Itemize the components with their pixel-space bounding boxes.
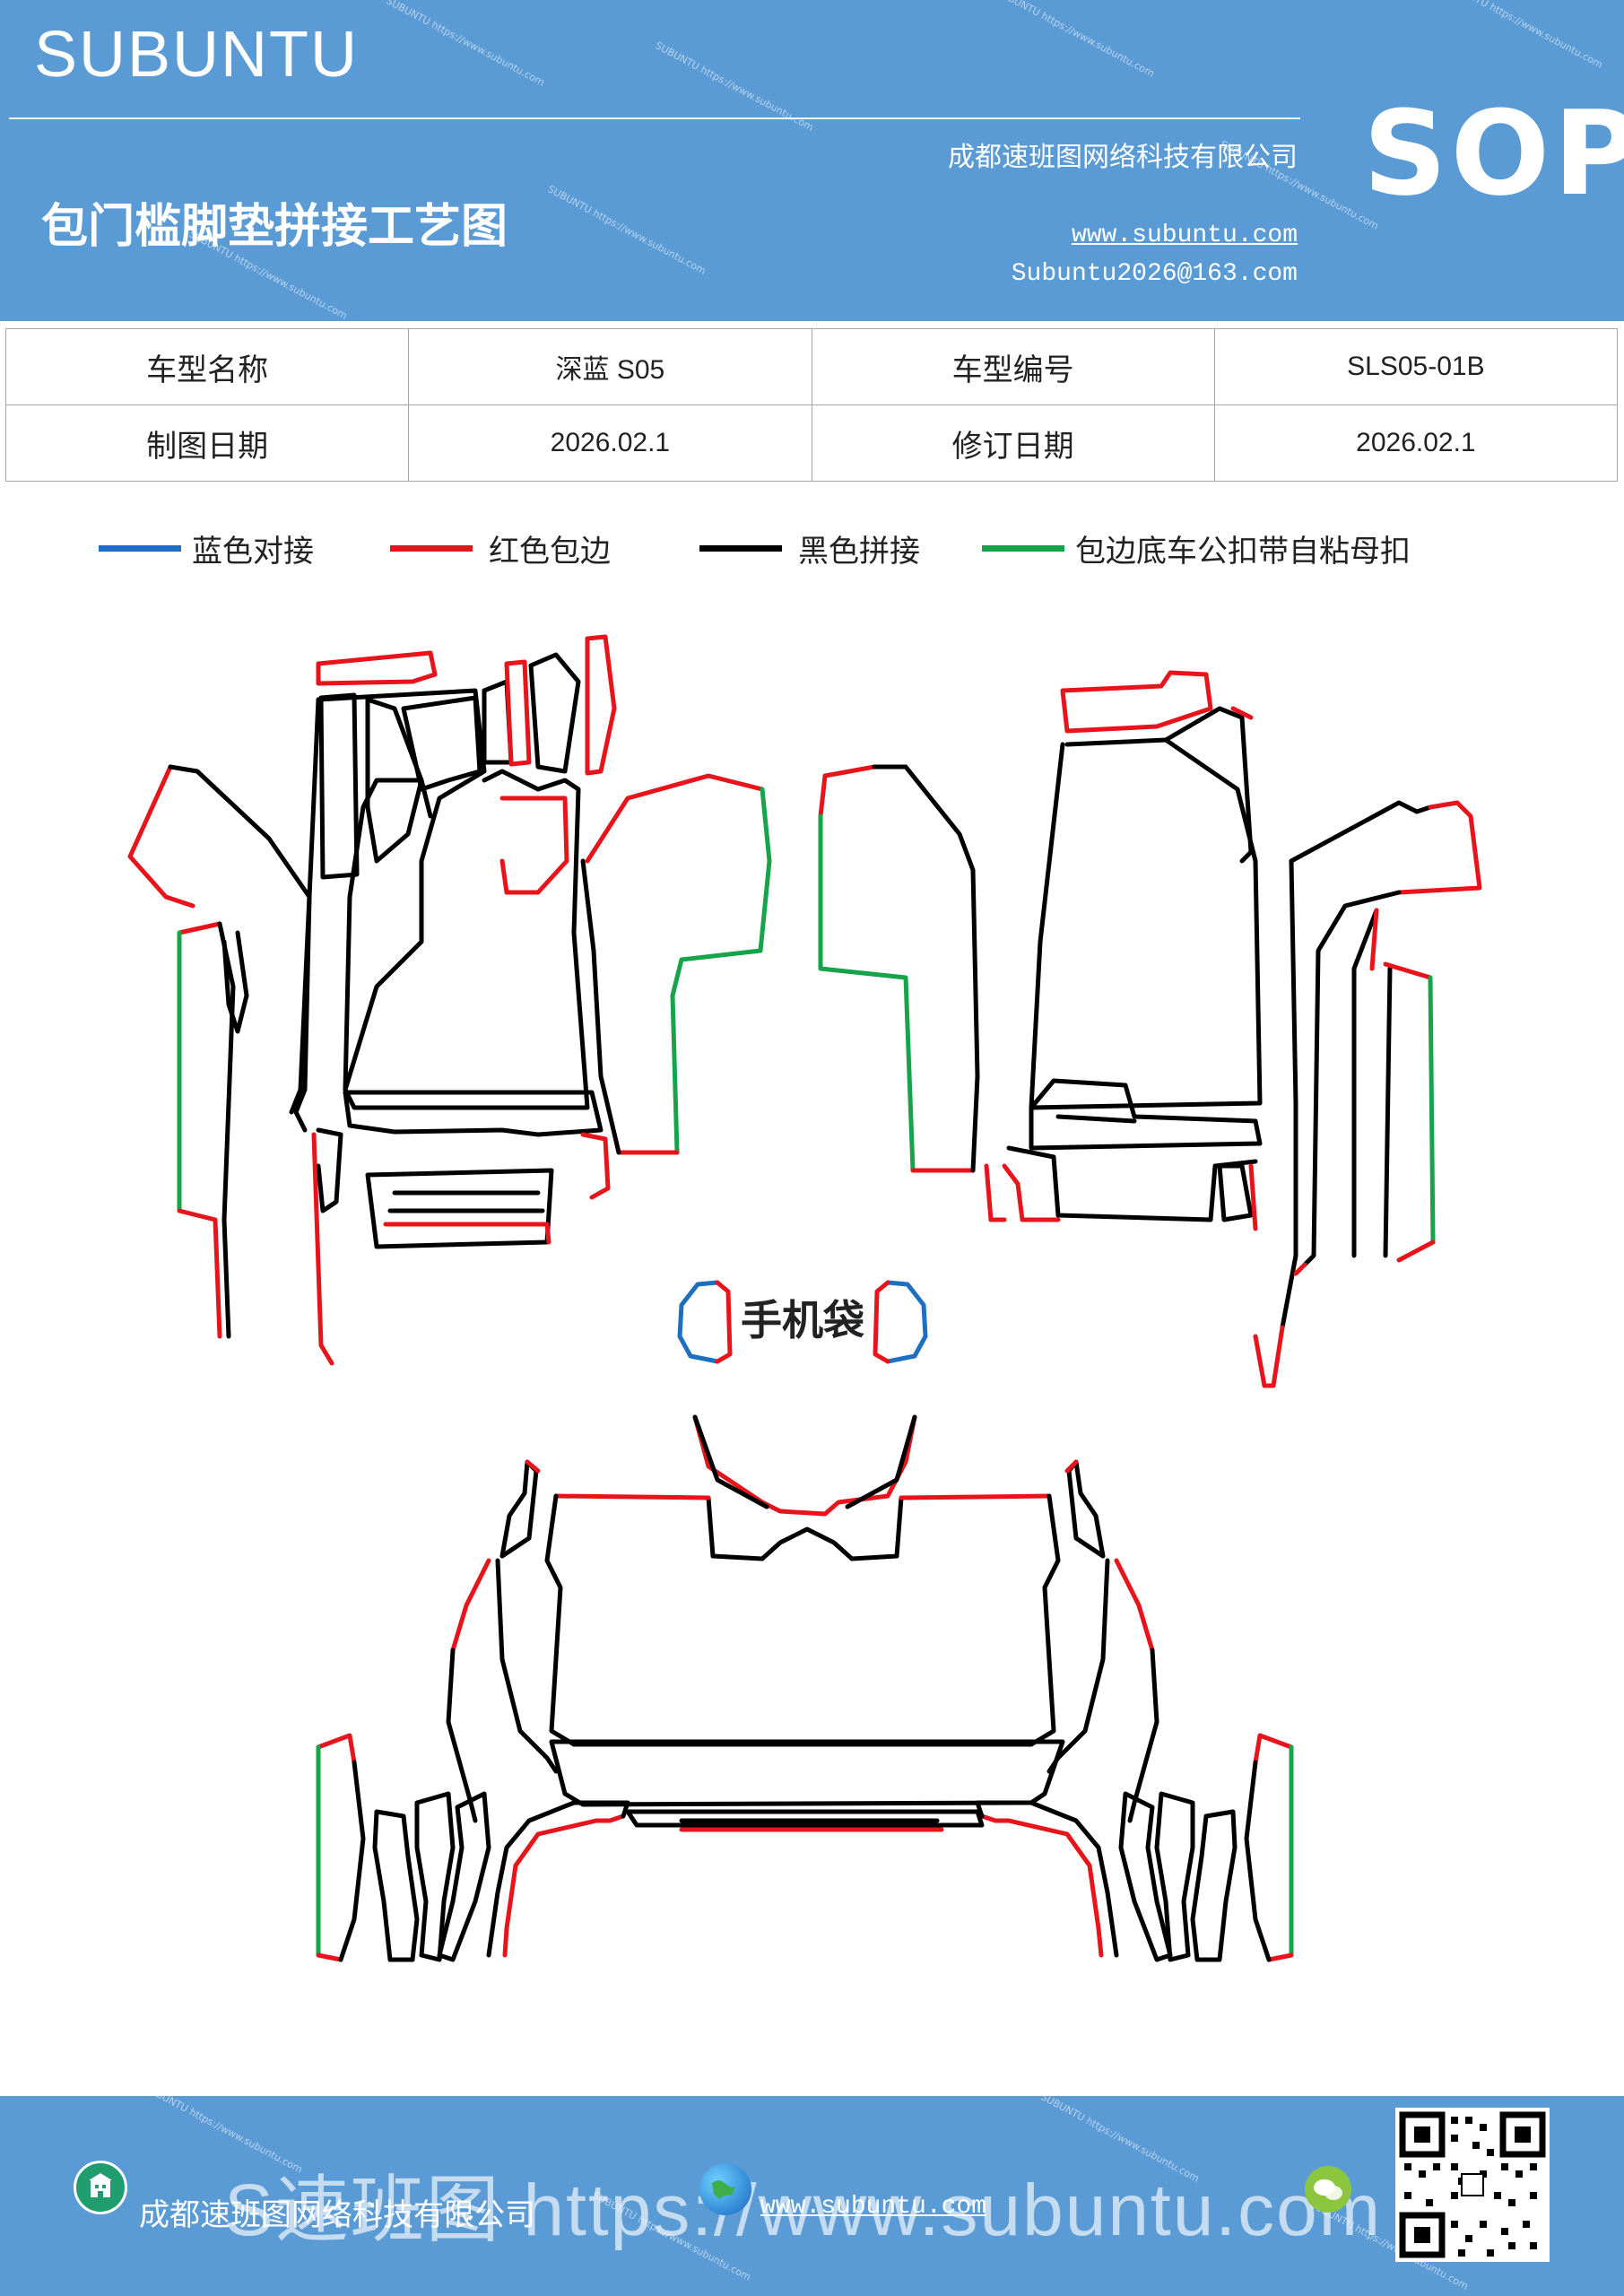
legend-label: 蓝色对接 — [192, 534, 314, 570]
draw-date-label: 制图日期 — [4, 404, 410, 482]
header-divider — [9, 117, 1300, 119]
legend-label: 包边底车公扣带自粘母扣 — [1075, 534, 1411, 570]
footer-banner: SUBUNTU https://www.subuntu.com SUBUNTU … — [0, 2096, 1624, 2296]
page-title: 包门槛脚垫拼接工艺图 — [41, 200, 508, 254]
legend-swatch-black — [699, 545, 782, 552]
legend-label: 红色包边 — [489, 534, 611, 570]
right-front-mat — [818, 670, 1482, 1388]
legend-item-red: 红色包边 — [390, 526, 611, 570]
legend-swatch-green — [982, 545, 1064, 552]
email-address: Subuntu2026@163.com — [1011, 260, 1298, 288]
legend-label: 黑色拼接 — [798, 534, 920, 570]
header-banner: SUBUNTU https://www.subuntu.com SUBUNTU … — [0, 0, 1624, 321]
website-link[interactable]: www.subuntu.com — [1071, 222, 1298, 249]
table-row: 制图日期 2026.02.1 修订日期 2026.02.1 — [4, 404, 1619, 482]
legend-swatch-blue — [99, 545, 181, 552]
sop-badge: SOP — [1363, 85, 1624, 222]
wechat-icon — [1305, 2166, 1351, 2213]
qr-code — [1395, 2108, 1550, 2262]
model-code-value: SLS05-01B — [1213, 328, 1619, 405]
footer-company-name: 成都速班图网络科技有限公司 — [139, 2197, 535, 2233]
building-icon — [74, 2161, 127, 2214]
left-front-mat — [127, 634, 772, 1366]
draw-date-value: 2026.02.1 — [408, 404, 812, 482]
footer-website-link[interactable]: www.subuntu.com — [760, 2193, 987, 2221]
footer-overlay-text: S速班图 https://www.subuntu.com — [224, 2170, 1383, 2251]
table-row: 车型名称 深蓝 S05 车型编号 SLS05-01B — [4, 328, 1619, 405]
rear-mat — [316, 1414, 1294, 1962]
phone-pocket-label: 手机袋 — [741, 1296, 864, 1344]
legend-item-blue: 蓝色对接 — [99, 526, 314, 570]
legend-item-black: 黑色拼接 — [699, 526, 920, 570]
revise-date-value: 2026.02.1 — [1213, 404, 1619, 482]
brand-name: SUBUNTU — [34, 19, 360, 91]
legend-swatch-red — [390, 545, 473, 552]
company-name: 成都速班图网络科技有限公司 — [948, 142, 1298, 173]
model-name-value: 深蓝 S05 — [408, 328, 812, 405]
globe-icon — [699, 2163, 751, 2215]
phone-pocket: 手机袋 — [677, 1280, 928, 1364]
model-code-label: 车型编号 — [811, 328, 1215, 405]
splicing-diagram: 手机袋 — [127, 634, 1482, 1962]
info-table: 车型名称 深蓝 S05 车型编号 SLS05-01B 制图日期 2026.02.… — [4, 328, 1619, 482]
legend: 蓝色对接 红色包边 黑色拼接 包边底车公扣带自粘母扣 — [0, 526, 1624, 571]
revise-date-label: 修订日期 — [811, 404, 1215, 482]
model-name-label: 车型名称 — [4, 328, 410, 405]
legend-item-green: 包边底车公扣带自粘母扣 — [982, 526, 1411, 570]
